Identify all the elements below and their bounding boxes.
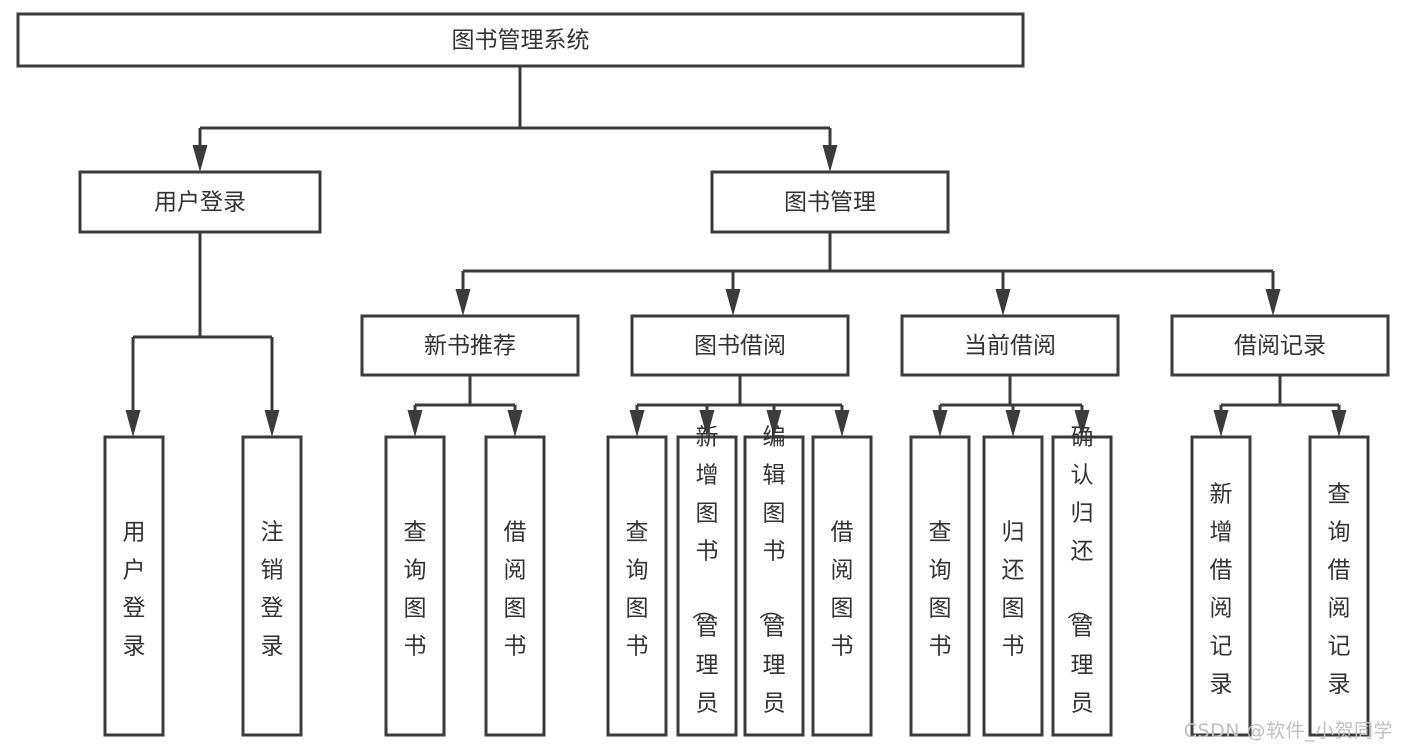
node-label-leaf-borrow-book-1: 借阅图书 — [504, 520, 527, 660]
node-box-leaf-add-book[interactable] — [676, 435, 738, 737]
node-box-leaf-query-record[interactable] — [1308, 435, 1370, 737]
arrow-head-icon — [192, 145, 208, 172]
node-leaf-query-book-3[interactable]: 查询图书 — [909, 435, 971, 737]
node-current-borrow[interactable]: 当前借阅 — [900, 314, 1120, 377]
node-box-leaf-query-book-1[interactable] — [384, 435, 446, 737]
nodes-layer: 图书管理系统用户登录图书管理新书推荐图书借阅当前借阅借阅记录用户登录注销登录查询… — [16, 12, 1390, 747]
node-leaf-query-book-1[interactable]: 查询图书 — [384, 435, 446, 737]
node-leaf-query-book-2[interactable]: 查询图书 — [606, 435, 668, 737]
node-box-root[interactable] — [16, 12, 1025, 68]
arrow-head-icon — [834, 410, 850, 437]
arrow-head-icon — [699, 410, 715, 437]
connector-root — [192, 66, 838, 172]
arrow-head-icon — [1213, 410, 1229, 437]
arrow-head-icon — [995, 289, 1011, 316]
node-box-user-login[interactable] — [78, 170, 322, 234]
node-label-leaf-confirm-return: 确认归还（管理员） — [1065, 425, 1094, 747]
node-label-leaf-add-book: 新增图书（管理员） — [690, 425, 719, 747]
node-label-leaf-logout: 注销登录 — [261, 520, 284, 660]
node-leaf-confirm-return[interactable]: 确认归还（管理员） — [1051, 425, 1113, 747]
arrow-head-icon — [407, 410, 423, 437]
node-label-leaf-query-book-2: 查询图书 — [626, 520, 649, 660]
arrow-head-icon — [725, 289, 741, 316]
node-label-current-borrow: 当前借阅 — [964, 333, 1056, 359]
node-box-leaf-confirm-return[interactable] — [1051, 435, 1113, 737]
node-label-new-book-recommend: 新书推荐 — [424, 333, 516, 359]
arrow-head-icon — [1074, 410, 1090, 437]
node-box-leaf-return-book[interactable] — [982, 435, 1044, 737]
node-label-root: 图书管理系统 — [452, 28, 590, 54]
arrow-head-icon — [455, 289, 471, 316]
node-box-new-book-recommend[interactable] — [360, 314, 580, 377]
connectors-layer — [125, 66, 1347, 437]
node-root[interactable]: 图书管理系统 — [16, 12, 1025, 68]
node-leaf-edit-book[interactable]: 编辑图书（管理员） — [743, 425, 805, 747]
node-leaf-borrow-book-2[interactable]: 借阅图书 — [811, 435, 873, 737]
node-label-leaf-return-book: 归还图书 — [1002, 520, 1025, 660]
node-label-borrow-record: 借阅记录 — [1234, 333, 1326, 359]
node-leaf-logout[interactable]: 注销登录 — [241, 435, 303, 737]
node-new-book-recommend[interactable]: 新书推荐 — [360, 314, 580, 377]
node-box-leaf-edit-book[interactable] — [743, 435, 805, 737]
arrow-head-icon — [932, 410, 948, 437]
node-box-leaf-user-login[interactable] — [103, 435, 165, 737]
connector-current-borrow — [932, 375, 1090, 437]
node-label-leaf-add-record: 新增借阅记录 — [1210, 482, 1233, 698]
node-box-leaf-borrow-book-2[interactable] — [811, 435, 873, 737]
arrow-head-icon — [507, 410, 523, 437]
node-leaf-add-record[interactable]: 新增借阅记录 — [1190, 435, 1252, 737]
node-label-leaf-user-login: 用户登录 — [123, 520, 146, 660]
node-box-leaf-borrow-book-1[interactable] — [484, 435, 546, 737]
node-box-book-borrow[interactable] — [630, 314, 850, 377]
node-box-current-borrow[interactable] — [900, 314, 1120, 377]
node-label-leaf-query-record: 查询借阅记录 — [1328, 482, 1351, 698]
node-leaf-add-book[interactable]: 新增图书（管理员） — [676, 425, 738, 747]
arrow-head-icon — [822, 145, 838, 172]
node-borrow-record[interactable]: 借阅记录 — [1170, 314, 1390, 377]
arrow-head-icon — [125, 410, 141, 437]
node-box-leaf-logout[interactable] — [241, 435, 303, 737]
node-label-leaf-query-book-1: 查询图书 — [404, 520, 427, 660]
node-leaf-return-book[interactable]: 归还图书 — [982, 435, 1044, 737]
arrow-head-icon — [1005, 410, 1021, 437]
node-box-borrow-record[interactable] — [1170, 314, 1390, 377]
node-leaf-user-login[interactable]: 用户登录 — [103, 435, 165, 737]
node-box-leaf-query-book-2[interactable] — [606, 435, 668, 737]
connector-book-borrow — [629, 375, 850, 437]
node-label-leaf-borrow-book-2: 借阅图书 — [831, 520, 854, 660]
node-label-book-borrow: 图书借阅 — [694, 333, 786, 359]
arrow-head-icon — [264, 410, 280, 437]
connector-new-book-recommend — [407, 375, 523, 437]
node-leaf-borrow-book-1[interactable]: 借阅图书 — [484, 435, 546, 737]
node-book-borrow[interactable]: 图书借阅 — [630, 314, 850, 377]
node-book-management[interactable]: 图书管理 — [710, 170, 950, 234]
node-user-login[interactable]: 用户登录 — [78, 170, 322, 234]
arrow-head-icon — [1331, 410, 1347, 437]
node-box-leaf-add-record[interactable] — [1190, 435, 1252, 737]
node-label-leaf-query-book-3: 查询图书 — [929, 520, 952, 660]
node-label-book-management: 图书管理 — [784, 190, 876, 216]
node-leaf-query-record[interactable]: 查询借阅记录 — [1308, 435, 1370, 737]
node-box-leaf-query-book-3[interactable] — [909, 435, 971, 737]
node-box-book-management[interactable] — [710, 170, 950, 234]
node-label-user-login: 用户登录 — [154, 190, 246, 216]
arrow-head-icon — [1265, 289, 1281, 316]
connector-user-login — [125, 232, 280, 437]
arrow-head-icon — [629, 410, 645, 437]
node-label-leaf-edit-book: 编辑图书（管理员） — [757, 425, 786, 747]
connector-book-management — [455, 232, 1281, 316]
connector-borrow-record — [1213, 375, 1347, 437]
arrow-head-icon — [766, 410, 782, 437]
